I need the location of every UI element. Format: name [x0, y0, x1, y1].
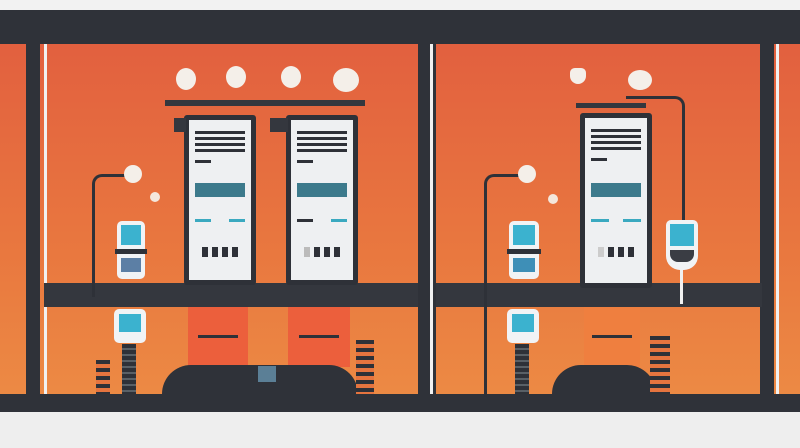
- server-rack: [184, 115, 256, 285]
- spark-icon: [150, 192, 160, 202]
- lamp-icon: [570, 68, 586, 84]
- probe-wire: [680, 270, 683, 304]
- cone: [650, 336, 670, 394]
- dome-light-icon: [628, 70, 652, 90]
- rack-clip: [174, 118, 186, 132]
- bulb-icon: [176, 68, 196, 90]
- window-edge: [776, 44, 779, 394]
- floor-strip: [0, 412, 800, 448]
- top-rail: [576, 103, 646, 108]
- cable: [92, 174, 125, 297]
- window-edge: [430, 44, 433, 394]
- sensor-icon: [124, 165, 142, 183]
- top-rail: [165, 100, 365, 106]
- cable: [626, 96, 685, 223]
- cone: [96, 360, 110, 394]
- rack-shelf: [44, 283, 418, 307]
- dome-light-icon: [333, 68, 359, 92]
- sensor-box: [507, 309, 539, 343]
- cone: [356, 340, 374, 394]
- server-rack: [286, 115, 358, 285]
- bulb-icon: [281, 66, 301, 88]
- frame-pillar: [26, 44, 40, 394]
- bulb-icon: [226, 66, 246, 88]
- frame-pillar: [760, 44, 774, 394]
- sensor-box: [114, 309, 146, 343]
- spring-cable: [515, 344, 529, 394]
- red-cabinet: [188, 307, 248, 367]
- orange-cabinet: [584, 307, 640, 367]
- spring-cable: [122, 344, 136, 394]
- red-cabinet: [288, 307, 350, 367]
- monitor-device: [115, 221, 147, 279]
- base-light: [258, 366, 276, 382]
- server-rack: [580, 113, 652, 288]
- hanging-monitor-device: [666, 220, 698, 270]
- rack-clip: [270, 118, 288, 132]
- sensor-icon: [518, 165, 536, 183]
- window-edge: [44, 44, 47, 394]
- spark-icon: [548, 194, 558, 204]
- top-frame-bar: [0, 10, 800, 44]
- cable: [484, 174, 521, 397]
- bottom-frame-bar: [0, 394, 800, 412]
- rack-base: [552, 365, 656, 394]
- monitor-device: [507, 221, 541, 279]
- frame-pillar: [418, 44, 436, 394]
